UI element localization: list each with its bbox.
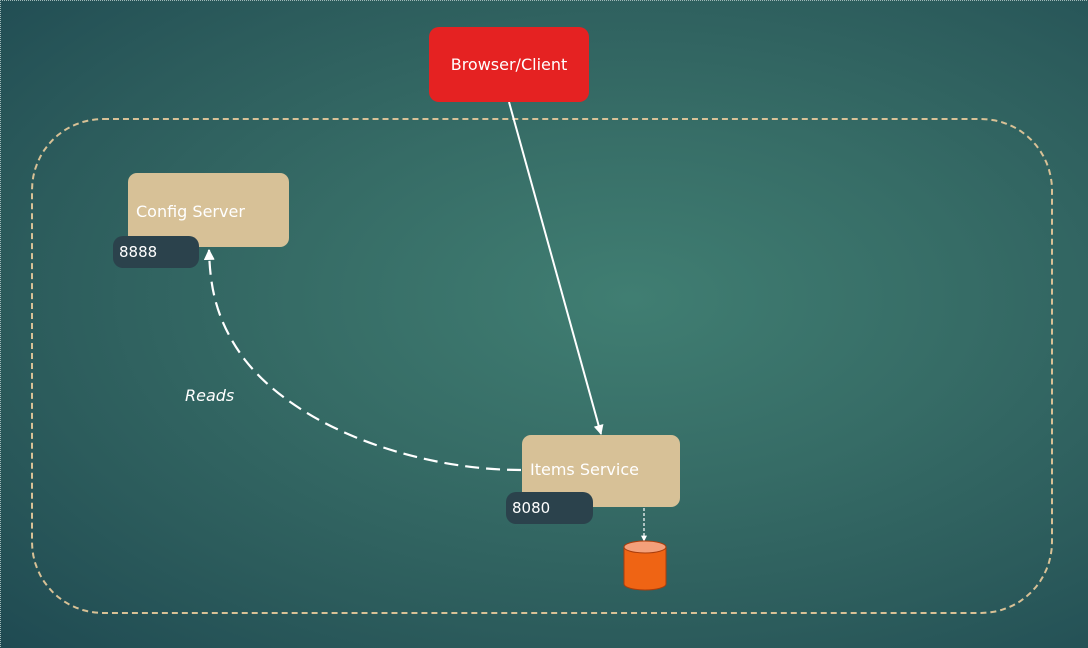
database-icon[interactable] — [623, 540, 667, 591]
items-service-port: 8080 — [512, 499, 551, 517]
browser-client-node[interactable]: Browser/Client — [429, 27, 589, 102]
edge-items-reads-config — [203, 248, 522, 472]
config-server-node[interactable]: Config Server — [128, 173, 289, 247]
system-boundary — [31, 118, 1053, 614]
items-service-port-badge: 8080 — [506, 492, 593, 524]
config-server-port-badge: 8888 — [113, 236, 199, 268]
config-server-label: Config Server — [136, 201, 245, 221]
browser-client-label: Browser/Client — [450, 55, 568, 74]
edge-client-to-items — [508, 101, 604, 435]
items-service-label: Items Service — [530, 459, 639, 479]
config-server-port: 8888 — [119, 243, 158, 261]
reads-edge-label: Reads — [185, 386, 235, 405]
